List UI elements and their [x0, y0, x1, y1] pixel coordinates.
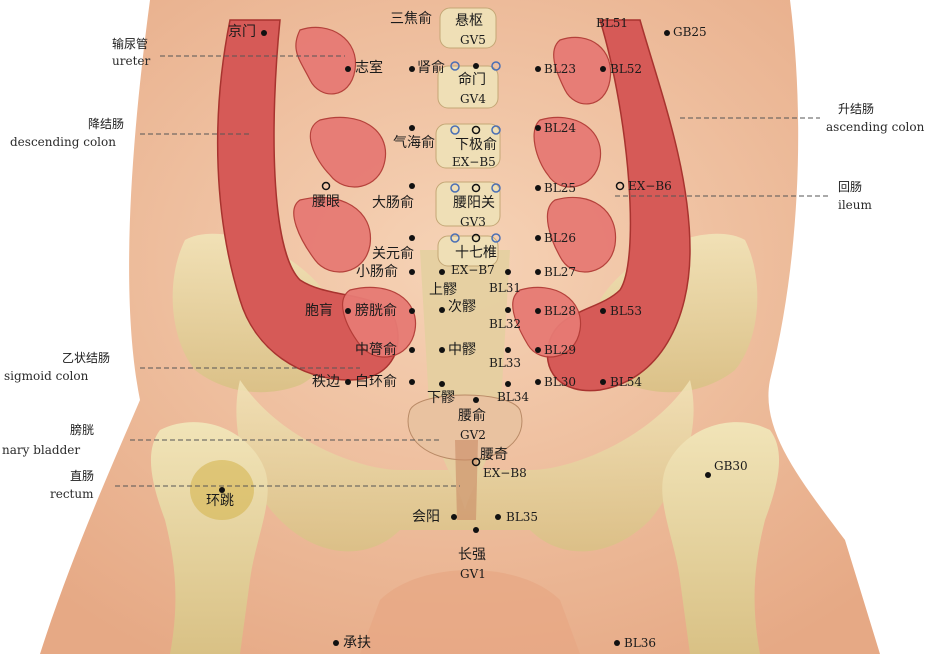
acupoint-label: 肾俞 [417, 61, 445, 75]
acupoint-code: BL51 [596, 17, 628, 29]
acupoint-code: GB30 [714, 460, 748, 472]
acupoint-label: 腰眼 [312, 195, 340, 209]
acupoint-label: 腰俞 [458, 409, 486, 423]
acupoint-label: 承扶 [343, 636, 371, 650]
anatomy-label-cn: 乙状结肠 [62, 352, 110, 364]
anatomy-label-cn: 升结肠 [838, 103, 874, 115]
acupoint-code: BL34 [497, 391, 529, 403]
acupoint-label: 志室 [355, 61, 383, 75]
acupoint-code: GV2 [460, 429, 486, 441]
acupoint-label: 小肠俞 [356, 265, 398, 279]
acupoint-code: BL31 [489, 282, 521, 294]
acupoint-label: 秩边 [312, 375, 340, 389]
acupoint-label: 胞肓 [305, 304, 333, 318]
acupoint-code: BL29 [544, 344, 576, 356]
acupoint-code: BL36 [624, 637, 656, 649]
acupoint-label: 会阳 [412, 510, 440, 524]
acupoint-code: BL35 [506, 511, 538, 523]
acupoint-code: EX−B5 [452, 156, 496, 168]
acupoint-code: BL53 [610, 305, 642, 317]
acupoint-code: GV5 [460, 34, 486, 46]
acupoint-code: BL54 [610, 376, 642, 388]
acupoint-code: BL26 [544, 232, 576, 244]
anatomy-label-en: ileum [838, 199, 872, 211]
acupoint-label: 次髎 [448, 300, 476, 314]
acupoint-code: BL27 [544, 266, 576, 278]
anatomy-label-cn: 降结肠 [88, 118, 124, 130]
acupoint-code: BL28 [544, 305, 576, 317]
acupoint-label: 京门 [228, 25, 256, 39]
anatomy-label-cn: 膀胱 [70, 424, 94, 436]
acupoint-code: EX−B6 [628, 180, 672, 192]
acupoint-label: 三焦俞 [390, 12, 432, 26]
acupoint-label: 中髎 [448, 343, 476, 357]
anatomy-label-cn: 输尿管 [112, 38, 148, 50]
anatomy-label-en: rectum [50, 488, 94, 500]
acupoint-code: BL23 [544, 63, 576, 75]
anatomy-label-cn: 直肠 [70, 470, 94, 482]
acupoint-code: BL24 [544, 122, 576, 134]
acupoint-code: BL30 [544, 376, 576, 388]
acupoint-code: GV3 [460, 216, 486, 228]
acupoint-code: EX−B7 [451, 264, 495, 276]
rectum [455, 440, 478, 520]
acupoint-label: 气海俞 [393, 136, 435, 150]
acupoint-label: 下极俞 [455, 138, 497, 152]
anatomy-label-cn: 回肠 [838, 181, 862, 193]
acupoint-label: 上髎 [429, 283, 457, 297]
acupoint-label: 十七椎 [455, 246, 497, 260]
acupoint-label: 环跳 [206, 494, 234, 508]
anatomy-label-en: nary bladder [2, 444, 80, 456]
acupoint-label: 中膂俞 [355, 343, 397, 357]
acupoint-code: GV1 [460, 568, 486, 580]
acupoint-label: 下髎 [427, 391, 455, 405]
acupoint-code: BL25 [544, 182, 576, 194]
anatomy-label-en: ureter [112, 55, 150, 67]
anatomy-label-en: ascending colon [826, 121, 924, 133]
anatomy-label-en: descending colon [10, 136, 116, 148]
acupoint-label: 命门 [458, 73, 486, 87]
acupoint-code: GV4 [460, 93, 486, 105]
acupoint-label: 长强 [458, 548, 486, 562]
acupoint-code: GB25 [673, 26, 707, 38]
acupoint-code: BL33 [489, 357, 521, 369]
acupoint-label: 悬枢 [455, 14, 483, 28]
acupoint-label: 白环俞 [355, 375, 397, 389]
acupoint-label: 关元俞 [372, 247, 414, 261]
anatomy-label-en: sigmoid colon [4, 370, 88, 382]
acupoint-code: EX−B8 [483, 467, 527, 479]
acupoint-label: 大肠俞 [372, 196, 414, 210]
acupoint-label: 腰奇 [480, 448, 508, 462]
acupoint-label: 腰阳关 [453, 196, 495, 210]
acupoint-label: 膀胱俞 [355, 304, 397, 318]
acupoint-code: BL32 [489, 318, 521, 330]
acupoint-code: BL52 [610, 63, 642, 75]
